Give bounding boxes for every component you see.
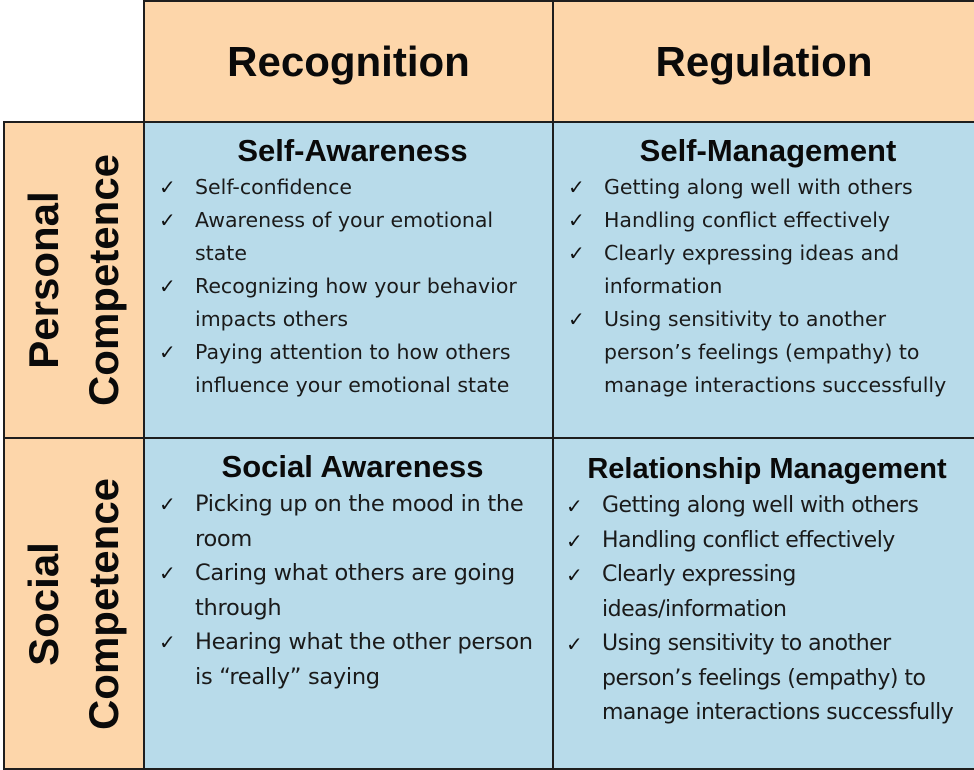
list-item: ✓ Picking up on the mood in the room xyxy=(159,487,546,556)
check-icon: ✓ xyxy=(159,175,176,199)
column-header-recognition-label: Recognition xyxy=(227,37,470,85)
column-header-regulation-label: Regulation xyxy=(655,37,873,85)
quadrant-title: Self-Awareness xyxy=(237,133,468,168)
list-item: ✓ Caring what others are going through xyxy=(159,556,546,625)
list-item: ✓ Using sensitivity to another person’s … xyxy=(566,627,968,731)
check-icon: ✓ xyxy=(159,630,176,654)
list-item: ✓ Getting along well with others xyxy=(568,171,968,204)
check-icon: ✓ xyxy=(568,307,585,331)
column-header-recognition: Recognition xyxy=(143,0,554,123)
quadrant-title: Self-Management xyxy=(639,133,897,168)
check-icon: ✓ xyxy=(568,208,585,232)
row-header-social-competence: Social Competence xyxy=(3,437,145,770)
item-list: ✓ Getting along well with others ✓ Handl… xyxy=(566,489,968,731)
list-item: ✓ Using sensitivity to another person’s … xyxy=(568,303,968,402)
list-item: ✓ Clearly expressing ideas and informati… xyxy=(568,237,968,303)
check-icon: ✓ xyxy=(566,563,583,587)
check-icon: ✓ xyxy=(566,632,583,656)
list-item: ✓ Awareness of your emotional state xyxy=(159,204,546,270)
list-item: ✓ Paying attention to how others influen… xyxy=(159,336,546,402)
quadrant-relationship-management: Relationship Management ✓ Getting along … xyxy=(552,437,974,770)
check-icon: ✓ xyxy=(566,494,583,518)
check-icon: ✓ xyxy=(566,528,583,553)
list-item: ✓ Self-confidence xyxy=(159,171,546,204)
item-list: ✓ Self-confidence ✓ Awareness of your em… xyxy=(159,171,546,402)
row-header-social-line2: Competence xyxy=(80,477,127,730)
quadrant-social-awareness: Social Awareness ✓ Picking up on the moo… xyxy=(143,437,554,770)
check-icon: ✓ xyxy=(159,274,176,298)
list-item: ✓ Recognizing how your behavior impacts … xyxy=(159,270,546,336)
list-item: ✓ Handling conflict effectively xyxy=(568,204,968,237)
quadrant-title: Social Awareness xyxy=(221,449,484,484)
list-item: ✓ Getting along well with others xyxy=(566,489,968,524)
item-list: ✓ Getting along well with others ✓ Handl… xyxy=(568,171,968,402)
list-item: ✓ Clearly expressing ideas/information xyxy=(566,558,968,627)
row-header-personal-line2: Competence xyxy=(80,153,127,407)
quadrant-title: Relationship Management xyxy=(587,453,947,485)
check-icon: ✓ xyxy=(568,241,585,265)
row-header-social-line1: Social xyxy=(20,541,67,666)
column-header-regulation: Regulation xyxy=(552,0,974,123)
check-icon: ✓ xyxy=(159,561,176,585)
list-item: ✓ Hearing what the other person is “real… xyxy=(159,625,546,694)
check-icon: ✓ xyxy=(568,175,585,199)
quadrant-self-awareness: Self-Awareness ✓ Self-confidence ✓ Aware… xyxy=(143,121,554,439)
check-icon: ✓ xyxy=(159,208,176,232)
check-icon: ✓ xyxy=(159,340,176,364)
row-header-personal-line1: Personal xyxy=(20,191,67,369)
list-item: ✓ Handling conflict effectively xyxy=(566,524,968,559)
row-header-personal-competence: Personal Competence xyxy=(3,121,145,439)
item-list: ✓ Picking up on the mood in the room ✓ C… xyxy=(159,487,546,694)
check-icon: ✓ xyxy=(159,492,176,516)
quadrant-self-management: Self-Management ✓ Getting along well wit… xyxy=(552,121,974,439)
